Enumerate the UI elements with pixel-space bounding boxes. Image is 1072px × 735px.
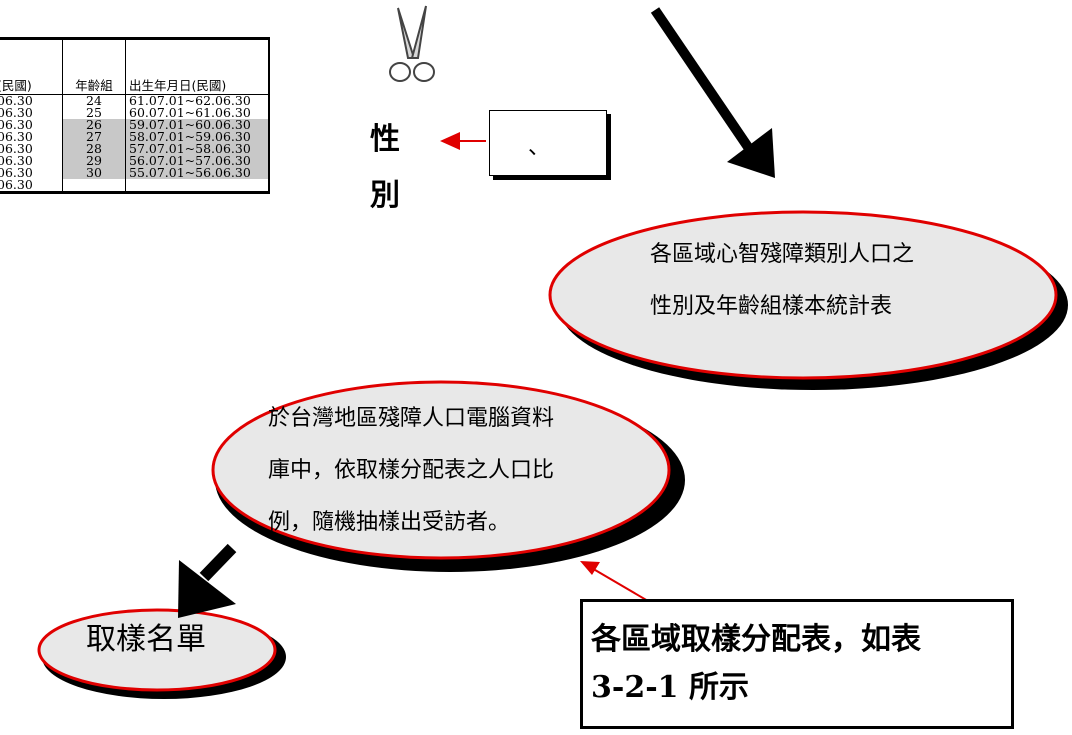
list-oval <box>37 608 286 699</box>
table-row: 06.30 28 57.07.01~58.06.30 <box>0 142 270 155</box>
red-arrow-up-icon <box>580 561 649 602</box>
table-row: 06.30 29 56.07.01~57.06.30 <box>0 154 270 167</box>
table-row: 06.30 26 59.07.01~60.06.30 <box>0 118 270 131</box>
database-oval-text: 於台灣地區殘障人口電腦資料 庫中，依取樣分配表之人口比 例，隨機抽樣出受訪者。 <box>268 406 555 535</box>
header-birth-date: 出生年月日(民國) <box>125 37 270 95</box>
scissors-icon <box>389 5 435 82</box>
arrow-to-list-icon <box>178 543 237 618</box>
stats-oval <box>548 210 1068 390</box>
red-arrow-left-icon <box>440 132 486 150</box>
table-row: 06.30 <box>0 178 270 194</box>
header-prev: (民國) <box>0 37 63 95</box>
list-oval-text: 取樣名單 <box>86 622 206 657</box>
table-row: 06.30 27 58.07.01~59.06.30 <box>0 130 270 143</box>
table-row: 06.30 25 60.07.01~61.06.30 <box>0 106 270 119</box>
table-row: 06.30 24 61.07.01~62.06.30 <box>0 94 270 107</box>
gender-label: 性 別 <box>370 122 400 213</box>
note-text: 各區域取樣分配表，如表 3-2-1 所示 <box>591 622 921 705</box>
small-box-text: 、 <box>528 135 551 160</box>
header-age-group: 年齡組 <box>62 37 126 95</box>
arrow-to-stats-icon <box>650 7 775 178</box>
note-box: 各區域取樣分配表，如表 3-2-1 所示 <box>580 599 1014 729</box>
table-row: 06.30 30 55.07.01~56.06.30 <box>0 166 270 179</box>
small-box: 、 <box>489 110 607 176</box>
age-group-table: (民國) 年齡組 出生年月日(民國) 06.30 24 61.07.01~62.… <box>0 37 270 194</box>
stats-oval-text: 各區域心智殘障類別人口之 性別及年齡組樣本統計表 <box>650 242 915 319</box>
database-oval <box>211 380 685 572</box>
